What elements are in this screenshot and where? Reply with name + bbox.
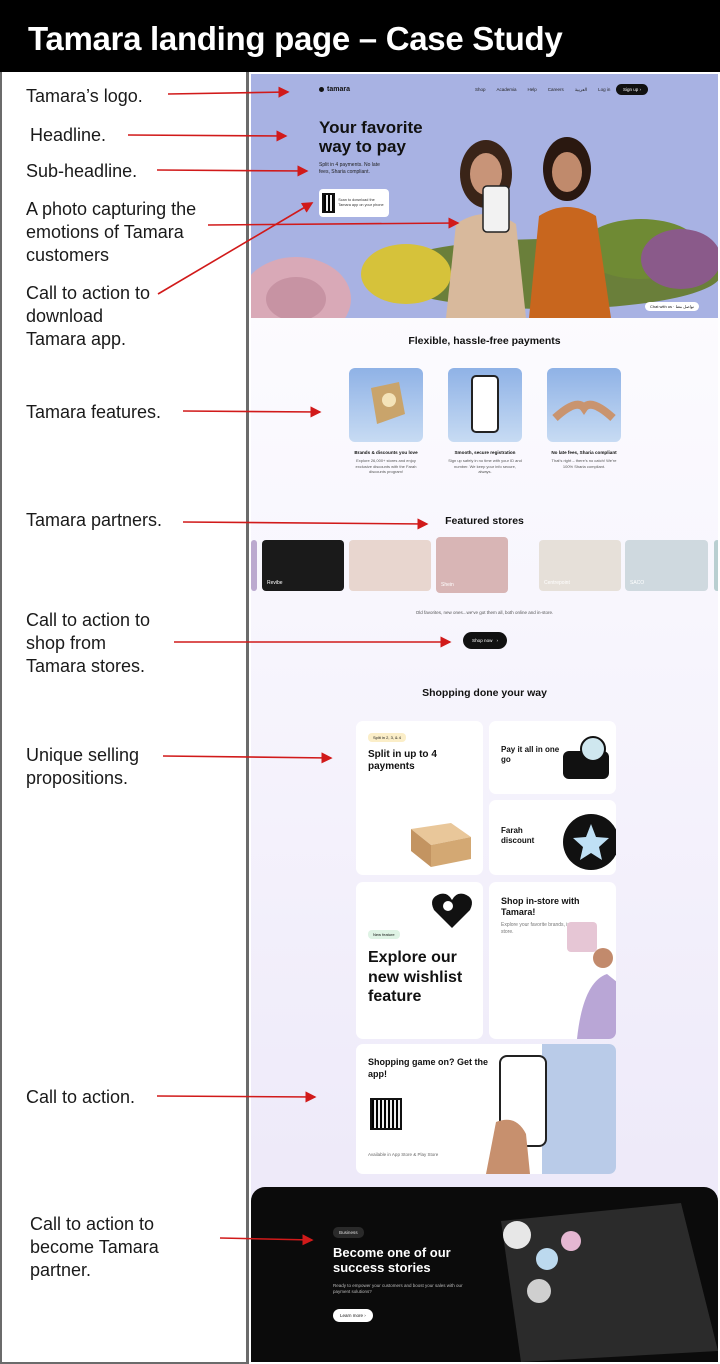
feature-text: That’s right – there’s no catch! We’re 1… bbox=[551, 458, 617, 469]
wishlist-title: Explore our new wishlist feature bbox=[368, 949, 463, 1005]
new-feature-pill: New feature bbox=[368, 930, 400, 939]
usp-card-app[interactable]: Shopping game on? Get the app! Available… bbox=[356, 1044, 616, 1174]
logo-text: tamara bbox=[327, 86, 350, 93]
feature-title: Brands & discounts you love bbox=[354, 450, 418, 455]
annotation-headline: Headline. bbox=[30, 125, 107, 145]
store-card-partial[interactable] bbox=[714, 540, 718, 591]
nav-careers[interactable]: Careers bbox=[547, 87, 564, 92]
learn-more-button[interactable]: Learn more › bbox=[333, 1309, 373, 1322]
usp-card-pay-all[interactable]: Pay it all in one go bbox=[489, 721, 616, 794]
annotation-logo: Tamara’s logo. bbox=[26, 86, 143, 106]
hands-photo-icon bbox=[547, 368, 621, 442]
annotation-subheadline: Sub-headline. bbox=[26, 161, 138, 181]
store-name: Centrepoint bbox=[544, 580, 570, 586]
heart-icon bbox=[432, 893, 472, 928]
annotation-shop-cta: Call to action to shop from Tamara store… bbox=[26, 610, 151, 676]
store-card-kids[interactable] bbox=[349, 540, 431, 591]
usp-card-split[interactable]: Split in 2, 3, & 4 Split in up to 4 paym… bbox=[356, 721, 483, 875]
feature-title: No late fees, Sharia compliant bbox=[551, 450, 617, 455]
business-title: Become one of our success stories bbox=[333, 1245, 451, 1275]
instore-text: Explore your favorite brands, in-store. bbox=[501, 922, 572, 935]
annotation-app-cta: Call to action. bbox=[26, 1087, 136, 1107]
phone-in-hand-photo bbox=[486, 1044, 616, 1174]
usp-title: Shopping done your way bbox=[422, 687, 547, 699]
nav-help[interactable]: Help bbox=[527, 87, 537, 92]
feature-text: Explore 26,000+ stores and enjoy exclusi… bbox=[355, 458, 417, 474]
laptop-stickers-photo bbox=[501, 1203, 718, 1362]
store-card-saco[interactable]: SACO bbox=[625, 540, 708, 591]
feature-title: Smooth, secure registration bbox=[454, 450, 516, 455]
annotation-features: Tamara features. bbox=[26, 402, 162, 422]
pay-all-title: Pay it all in one go bbox=[501, 745, 560, 764]
signup-label: Sign up bbox=[623, 87, 639, 92]
stores-title: Featured stores bbox=[445, 515, 524, 527]
shop-now-label: Shop now bbox=[472, 638, 493, 643]
qr-text: Scan to download the Tamara app on your … bbox=[338, 198, 384, 207]
landing-page: tamara Shop Academia Help Careers العربي… bbox=[251, 74, 718, 1362]
phone-photo-icon bbox=[448, 368, 522, 442]
usp-card-instore[interactable]: Shop in-store with Tamara! Explore your … bbox=[489, 882, 616, 1039]
box-photo-icon bbox=[349, 368, 423, 442]
parcels-icon bbox=[411, 823, 471, 867]
instore-title: Shop in-store with Tamara! bbox=[501, 896, 580, 917]
tamara-logo[interactable]: tamara bbox=[319, 86, 350, 93]
business-text: Ready to empower your customers and boos… bbox=[333, 1283, 463, 1294]
app-download-qr-card[interactable]: Scan to download the Tamara app on your … bbox=[319, 189, 389, 217]
business-pill: Business bbox=[333, 1227, 364, 1238]
split-title: Split in up to 4 payments bbox=[368, 749, 437, 772]
usp-card-wishlist[interactable]: New feature Explore our new wishlist fea… bbox=[356, 882, 483, 1039]
app-text: Available in App Store & Play Store bbox=[368, 1152, 439, 1157]
stores-caption: Old favorites, new ones...we’ve got them… bbox=[415, 610, 554, 615]
store-card-shein[interactable]: Shein bbox=[436, 537, 508, 593]
feature-text: Sign up safely in no time with your ID a… bbox=[448, 458, 522, 474]
qr-code-icon bbox=[370, 1098, 402, 1130]
shopper-photo bbox=[567, 922, 616, 1039]
learn-more-label: Learn more bbox=[340, 1313, 364, 1318]
page-title: Tamara landing page – Case Study bbox=[28, 20, 563, 57]
shop-now-button[interactable]: Shop now› bbox=[463, 632, 507, 649]
star-badge-icon bbox=[563, 814, 616, 870]
qr-code-icon bbox=[322, 193, 336, 213]
store-card-partial[interactable] bbox=[251, 540, 257, 591]
annotation-partners: Tamara partners. bbox=[26, 510, 163, 530]
nav-shop[interactable]: Shop bbox=[475, 87, 486, 92]
hero-headline: Your favorite way to pay bbox=[319, 118, 423, 156]
usp-card-farah[interactable]: Farah discount bbox=[489, 800, 616, 875]
store-name: Revibe bbox=[267, 580, 283, 586]
store-name: SACO bbox=[630, 580, 645, 586]
store-card-revibe[interactable]: Revibe bbox=[262, 540, 344, 591]
arrow-right-icon: › bbox=[496, 638, 498, 643]
store-name: Shein bbox=[441, 582, 454, 588]
signup-button[interactable]: Sign up › bbox=[616, 84, 649, 95]
nav-login[interactable]: Log in bbox=[598, 87, 611, 92]
featured-stores-carousel: Revibe Shein Centrepoint SACO bbox=[251, 537, 718, 596]
split-pill: Split in 2, 3, & 4 bbox=[368, 733, 407, 742]
wallet-icon bbox=[563, 736, 609, 779]
hero-section: tamara Shop Academia Help Careers العربي… bbox=[251, 74, 718, 318]
feature-card-registration: Smooth, secure registration Sign up safe… bbox=[448, 368, 522, 475]
features-title: Flexible, hassle-free payments bbox=[408, 335, 561, 347]
nav-academia[interactable]: Academia bbox=[496, 87, 517, 92]
logo-mark-icon bbox=[319, 87, 324, 92]
chat-button[interactable]: Chat with us · تواصل معنا bbox=[645, 302, 699, 311]
annotation-photo: A photo capturing the emotions of Tamara… bbox=[26, 199, 197, 265]
top-nav: Shop Academia Help Careers العربية Log i… bbox=[475, 87, 610, 93]
feature-card-sharia: No late fees, Sharia compliant That’s ri… bbox=[547, 368, 621, 469]
feature-card-brands: Brands & discounts you love Explore 26,0… bbox=[349, 368, 423, 475]
annotation-download-cta: Call to action to download Tamara app. bbox=[26, 283, 151, 349]
nav-arabic[interactable]: العربية bbox=[574, 87, 588, 92]
business-section: Business Become one of our success stori… bbox=[251, 1187, 718, 1362]
app-title: Shopping game on? Get the app! bbox=[368, 1057, 488, 1079]
hero-subheadline: Split in 4 payments. No late fees, Shari… bbox=[319, 162, 380, 175]
title-bar: Tamara landing page – Case Study bbox=[0, 0, 720, 72]
annotation-partner-cta: Call to action to become Tamara partner. bbox=[30, 1214, 159, 1280]
store-card-centrepoint[interactable]: Centrepoint bbox=[539, 540, 621, 591]
farah-title: Farah discount bbox=[501, 826, 535, 845]
annotation-usp: Unique selling propositions. bbox=[26, 745, 140, 788]
